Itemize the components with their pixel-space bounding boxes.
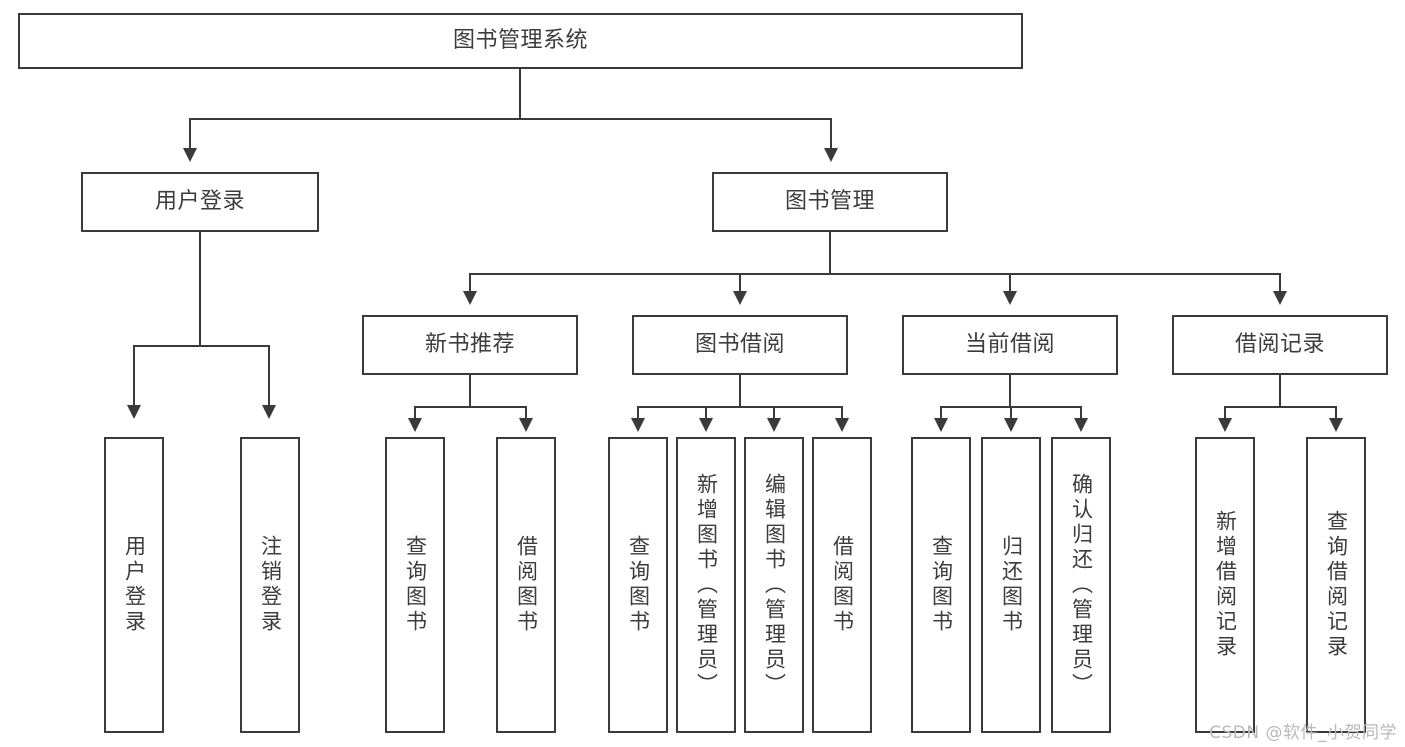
- node-book-manage[interactable]: 图书管理: [712, 172, 948, 232]
- arrowhead-user-login-to-leaf-2: [262, 405, 276, 419]
- arrowhead-book-borrow-to-leaf-3: [767, 418, 781, 432]
- arrowhead-borrow-record-to-leaf-2: [1329, 418, 1343, 432]
- edge-borrow-record-stem: [1279, 375, 1281, 407]
- arrowhead-new-book-rec-to-leaf-2: [519, 418, 533, 432]
- node-leaf-add-record-label: 新增借阅记录: [1213, 510, 1238, 660]
- node-user-login[interactable]: 用户登录: [81, 172, 319, 232]
- node-borrow-record-label: 借阅记录: [1234, 332, 1325, 358]
- edge-current-borrow-stem: [1009, 375, 1011, 407]
- arrowhead-borrow-record-to-leaf-1: [1218, 418, 1232, 432]
- node-user-login-label: 用户登录: [154, 189, 245, 215]
- node-leaf-return-book[interactable]: 归还图书: [981, 437, 1041, 733]
- edge-borrow-record-to-leaf-1: [1224, 406, 1226, 420]
- edge-new-book-rec-to-leaf-1: [414, 406, 416, 420]
- edge-book-borrow-stem: [739, 375, 741, 407]
- edge-book-borrow-to-leaf-3: [773, 406, 775, 420]
- node-current-borrow-label: 当前借阅: [964, 332, 1055, 358]
- edge-user-login-to-leaf-1: [133, 345, 135, 407]
- node-leaf-borrow-book-1-label: 借阅图书: [514, 535, 539, 635]
- node-leaf-edit-book-label: 编辑图书（管理员）: [762, 472, 787, 698]
- edge-root-to-user-login: [189, 118, 191, 150]
- edge-root-bus: [189, 118, 832, 120]
- node-leaf-query-book-2[interactable]: 查询图书: [608, 437, 668, 733]
- edge-book-manage-to-current-borrow: [1009, 273, 1011, 293]
- node-leaf-borrow-book-2-label: 借阅图书: [830, 535, 855, 635]
- node-leaf-query-record[interactable]: 查询借阅记录: [1306, 437, 1366, 733]
- edge-user-login-to-leaf-2: [268, 345, 270, 407]
- node-leaf-query-book-1[interactable]: 查询图书: [385, 437, 445, 733]
- node-root[interactable]: 图书管理系统: [18, 13, 1023, 69]
- arrowhead-book-manage-to-borrow-record: [1273, 291, 1287, 305]
- node-leaf-user-login-label: 用户登录: [122, 535, 147, 635]
- arrowhead-book-borrow-to-leaf-4: [835, 418, 849, 432]
- edge-user-login-bus: [133, 345, 269, 347]
- node-root-label: 图书管理系统: [452, 28, 588, 54]
- node-borrow-record[interactable]: 借阅记录: [1172, 315, 1388, 375]
- node-leaf-query-book-2-label: 查询图书: [626, 535, 651, 635]
- node-leaf-user-login[interactable]: 用户登录: [104, 437, 164, 733]
- edge-new-book-rec-bus: [414, 406, 526, 408]
- edge-new-book-rec-stem: [469, 375, 471, 407]
- edge-book-borrow-bus: [637, 406, 843, 408]
- node-leaf-borrow-book-1[interactable]: 借阅图书: [496, 437, 556, 733]
- edge-new-book-rec-to-leaf-2: [525, 406, 527, 420]
- arrowhead-book-borrow-to-leaf-1: [631, 418, 645, 432]
- edge-current-borrow-to-leaf-1: [940, 406, 942, 420]
- node-book-borrow-label: 图书借阅: [694, 332, 785, 358]
- arrowhead-user-login-to-leaf-1: [127, 405, 141, 419]
- node-current-borrow[interactable]: 当前借阅: [902, 315, 1118, 375]
- edge-book-manage-stem: [829, 232, 831, 274]
- edge-current-borrow-to-leaf-3: [1080, 406, 1082, 420]
- edge-borrow-record-to-leaf-2: [1335, 406, 1337, 420]
- node-leaf-query-book-3-label: 查询图书: [929, 535, 954, 635]
- node-leaf-add-book[interactable]: 新增图书（管理员）: [676, 437, 736, 733]
- edge-book-borrow-to-leaf-2: [705, 406, 707, 420]
- csdn-watermark: CSDN @软件_小贺同学: [1209, 723, 1397, 743]
- arrowhead-new-book-rec-to-leaf-1: [408, 418, 422, 432]
- arrowhead-book-manage-to-current-borrow: [1003, 291, 1017, 305]
- node-leaf-add-record[interactable]: 新增借阅记录: [1195, 437, 1255, 733]
- arrowhead-current-borrow-to-leaf-1: [934, 418, 948, 432]
- arrowhead-current-borrow-to-leaf-3: [1074, 418, 1088, 432]
- node-leaf-query-book-3[interactable]: 查询图书: [911, 437, 971, 733]
- edge-book-borrow-to-leaf-1: [637, 406, 639, 420]
- edge-current-borrow-to-leaf-2: [1010, 406, 1012, 420]
- node-leaf-return-book-label: 归还图书: [999, 535, 1024, 635]
- node-leaf-edit-book[interactable]: 编辑图书（管理员）: [744, 437, 804, 733]
- edge-root-stem: [519, 69, 521, 119]
- node-leaf-confirm-return[interactable]: 确认归还（管理员）: [1051, 437, 1111, 733]
- arrowhead-book-manage-to-book-borrow: [733, 291, 747, 305]
- node-leaf-add-book-label: 新增图书（管理员）: [694, 472, 719, 698]
- node-book-borrow[interactable]: 图书借阅: [632, 315, 848, 375]
- node-leaf-query-record-label: 查询借阅记录: [1324, 510, 1349, 660]
- arrowhead-root-to-user-login: [183, 148, 197, 162]
- node-book-manage-label: 图书管理: [784, 189, 875, 215]
- edge-book-manage-bus: [469, 273, 1281, 275]
- node-leaf-query-book-1-label: 查询图书: [403, 535, 428, 635]
- edge-book-manage-to-borrow-record: [1279, 273, 1281, 293]
- edge-borrow-record-bus: [1224, 406, 1336, 408]
- node-leaf-user-logout[interactable]: 注销登录: [240, 437, 300, 733]
- arrowhead-root-to-book-manage: [824, 148, 838, 162]
- edge-root-to-book-manage: [830, 118, 832, 150]
- arrowhead-book-borrow-to-leaf-2: [699, 418, 713, 432]
- edge-book-manage-to-new-book-rec: [469, 273, 471, 293]
- arrowhead-book-manage-to-new-book-rec: [463, 291, 477, 305]
- node-leaf-user-logout-label: 注销登录: [258, 535, 283, 635]
- edge-book-borrow-to-leaf-4: [841, 406, 843, 420]
- node-leaf-confirm-return-label: 确认归还（管理员）: [1069, 472, 1094, 698]
- node-new-book-rec[interactable]: 新书推荐: [362, 315, 578, 375]
- arrowhead-current-borrow-to-leaf-2: [1004, 418, 1018, 432]
- edge-book-manage-to-book-borrow: [739, 273, 741, 293]
- edge-user-login-stem: [199, 232, 201, 346]
- node-leaf-borrow-book-2[interactable]: 借阅图书: [812, 437, 872, 733]
- node-new-book-rec-label: 新书推荐: [424, 332, 515, 358]
